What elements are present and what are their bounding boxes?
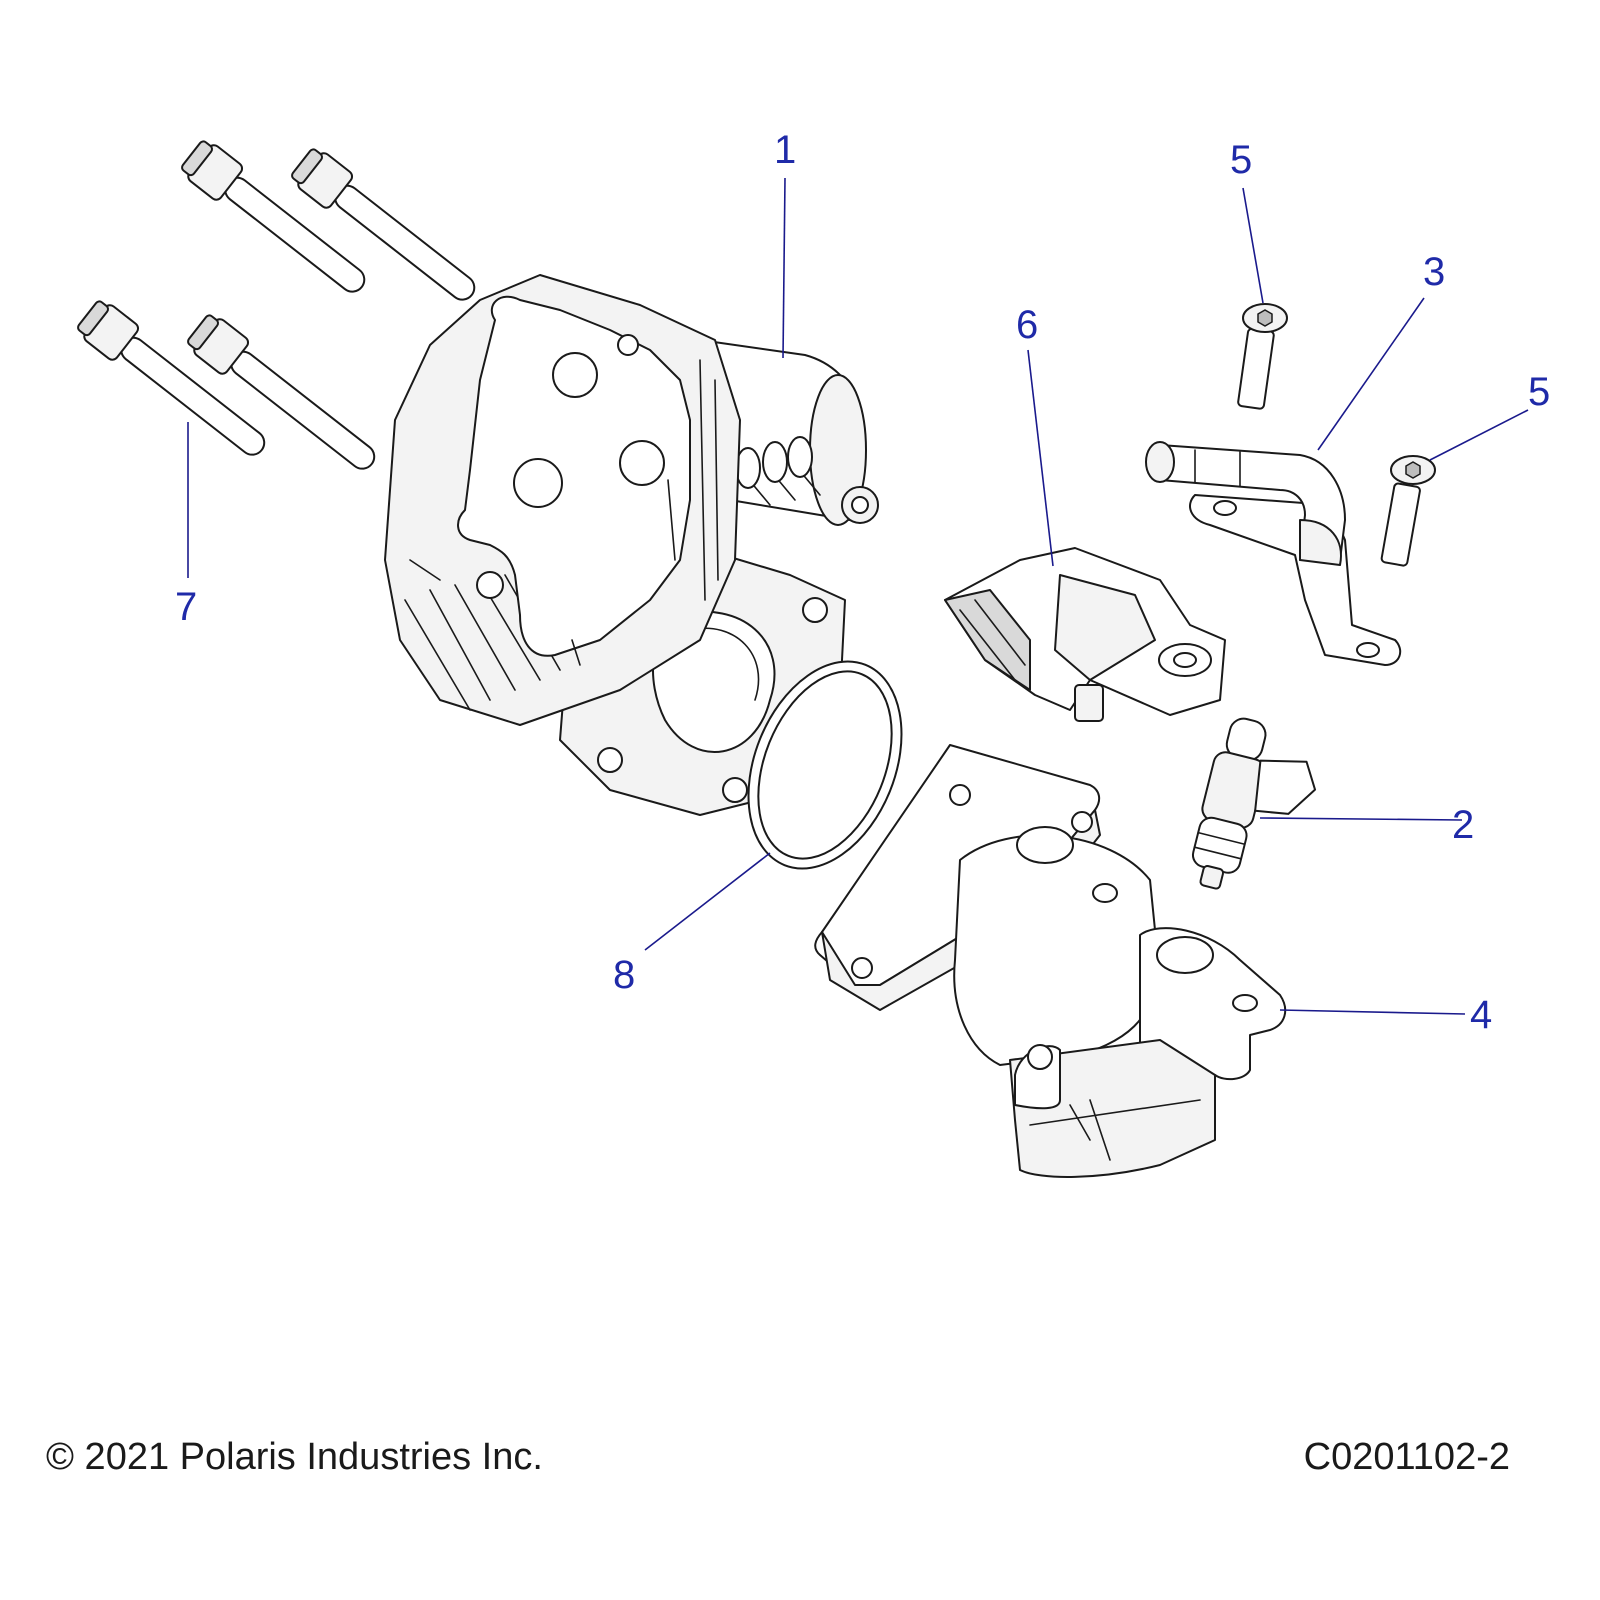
callout-3: 3 bbox=[1423, 250, 1445, 294]
drawing-number: C0201102-2 bbox=[1303, 1436, 1510, 1478]
callout-5-upper: 5 bbox=[1230, 138, 1252, 182]
fuel-injector-part-2 bbox=[1191, 717, 1317, 890]
callout-5-lower: 5 bbox=[1528, 370, 1550, 414]
leader-6 bbox=[1027, 349, 1054, 567]
leader-5a bbox=[1242, 187, 1264, 304]
leader-lines bbox=[187, 177, 1529, 1015]
fuel-line-bracket-part-3 bbox=[1145, 441, 1402, 666]
leader-2 bbox=[1259, 817, 1463, 821]
map-sensor-part-6 bbox=[944, 547, 1226, 722]
leader-4 bbox=[1279, 1009, 1466, 1015]
throttle-body-part-1 bbox=[384, 274, 879, 816]
callout-4: 4 bbox=[1470, 993, 1492, 1037]
intake-adapter-part-4 bbox=[814, 744, 1287, 1178]
callout-8: 8 bbox=[613, 953, 635, 997]
callout-2: 2 bbox=[1452, 803, 1474, 847]
leader-1 bbox=[782, 177, 786, 359]
callout-7: 7 bbox=[175, 585, 197, 629]
copyright-notice: © 2021 Polaris Industries Inc. bbox=[46, 1436, 543, 1478]
callout-1: 1 bbox=[774, 128, 796, 172]
leader-3 bbox=[1317, 297, 1425, 451]
o-ring-part-8 bbox=[747, 660, 903, 870]
callout-labels: 1 2 3 4 5 5 6 7 8 bbox=[175, 128, 1550, 1037]
leader-8 bbox=[644, 852, 771, 951]
bolt-part-7 bbox=[77, 140, 476, 470]
callout-6: 6 bbox=[1016, 303, 1038, 347]
screw-part-5 bbox=[1237, 303, 1436, 567]
leader-5b bbox=[1429, 409, 1529, 461]
